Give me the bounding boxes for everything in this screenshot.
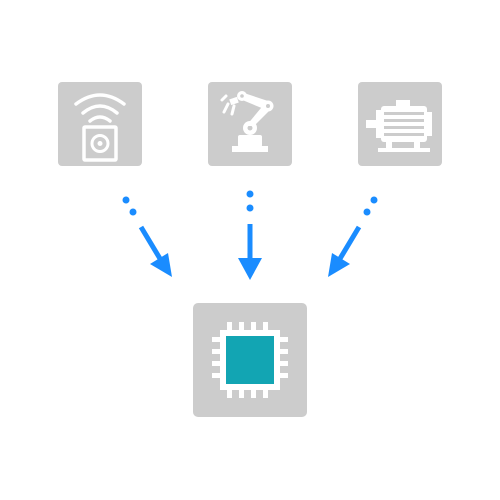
arrow-dot <box>122 196 130 204</box>
electric-motor-icon <box>366 100 432 152</box>
electric-motor-tile <box>358 82 442 166</box>
arrow-dot <box>246 204 254 212</box>
arrow-shaft <box>138 225 165 264</box>
processor-chip-tile <box>193 303 307 417</box>
arrow-dot <box>246 190 254 198</box>
processor-chip-icon <box>212 322 288 398</box>
wireless-sensor-tile <box>58 82 142 166</box>
chip-core <box>226 336 274 384</box>
arrow-robot-arm-to-chip <box>238 190 262 280</box>
arrow-head <box>238 258 262 280</box>
arrow-wireless-sensor-to-chip <box>122 196 172 277</box>
arrow-dot <box>363 208 371 216</box>
chip-pins-top <box>227 322 268 330</box>
chip-pins-bottom <box>227 390 268 398</box>
wireless-sensor-icon <box>74 93 126 162</box>
arrow-head <box>150 253 172 277</box>
robot-arm-icon <box>220 91 274 152</box>
chip-pins-right <box>280 337 288 378</box>
robot-arm-tile <box>208 82 292 166</box>
arrow-shaft <box>335 225 362 264</box>
arrow-dot <box>370 196 378 204</box>
chip-pins-left <box>212 337 220 378</box>
arrow-electric-motor-to-chip <box>328 196 378 277</box>
arrow-head <box>328 253 350 277</box>
arrow-dot <box>129 208 137 216</box>
